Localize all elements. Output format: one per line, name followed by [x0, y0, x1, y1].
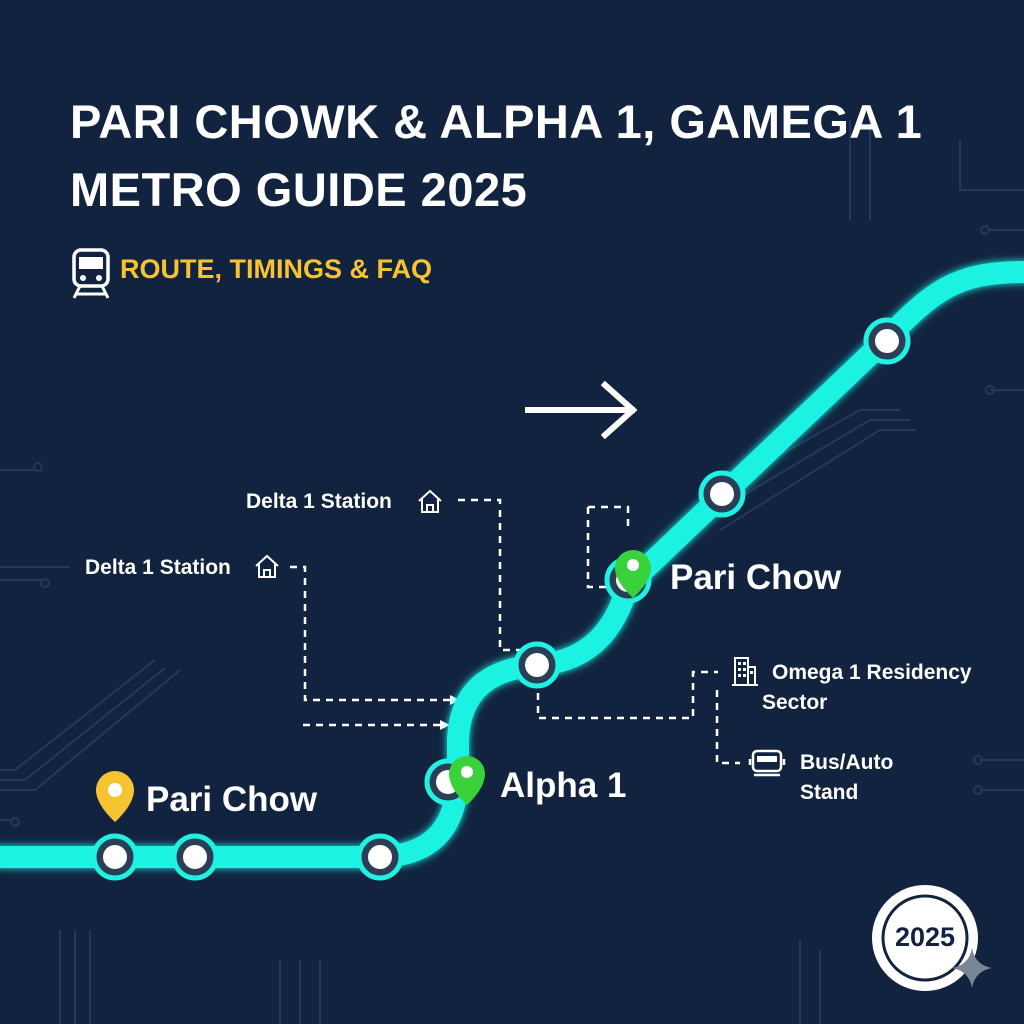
- title-line-2: METRO GUIDE 2025: [70, 163, 528, 216]
- station-label-pari-chow-right: Pari Chow: [670, 558, 842, 597]
- omega-residency-label: Omega 1 Residency Sector: [762, 658, 972, 718]
- arrow-right-icon: [525, 380, 638, 440]
- bus-auto-stand-label: Bus/Auto Stand: [800, 748, 893, 808]
- title-line-1: PARI CHOWK & ALPHA 1, GAMEGA 1: [70, 95, 923, 148]
- bus-label-line-2: Stand: [800, 781, 859, 804]
- map-pin-icon: [449, 756, 485, 805]
- station-marker: [698, 470, 746, 518]
- station-marker: [863, 317, 911, 365]
- map-pin-icon: [615, 550, 651, 598]
- omega-label-line-1: Omega 1 Residency: [772, 661, 972, 684]
- building-icon: [732, 657, 758, 686]
- subtitle: ROUTE, TIMINGS & FAQ: [120, 254, 433, 284]
- sparkle-icon: [952, 948, 992, 988]
- omega-label-line-2: Sector: [762, 691, 828, 714]
- bus-icon: [748, 749, 786, 777]
- walking-connectors: [290, 498, 740, 765]
- station-marker: [91, 833, 139, 881]
- station-marker: [513, 641, 561, 689]
- circuit-decoration: [0, 120, 1024, 1024]
- station-marker: [171, 833, 219, 881]
- station-marker: [356, 833, 404, 881]
- station-label-pari-chow-left: Pari Chow: [146, 780, 318, 819]
- connector-arrowheads: [440, 695, 460, 730]
- bus-label-line-1: Bus/Auto: [800, 751, 894, 774]
- train-icon: [72, 248, 110, 299]
- page-title: PARI CHOWK & ALPHA 1, GAMEGA 1 METRO GUI…: [70, 88, 922, 224]
- home-icon: [418, 489, 442, 513]
- map-pin-icon: [96, 771, 134, 822]
- station-label-alpha-1: Alpha 1: [500, 766, 627, 805]
- year-badge: [872, 885, 978, 991]
- home-icon: [255, 554, 279, 578]
- year-badge-text: 2025: [894, 922, 956, 952]
- delta-station-label-upper: Delta 1 Station: [246, 490, 392, 513]
- delta-station-label-lower: Delta 1 Station: [85, 556, 231, 579]
